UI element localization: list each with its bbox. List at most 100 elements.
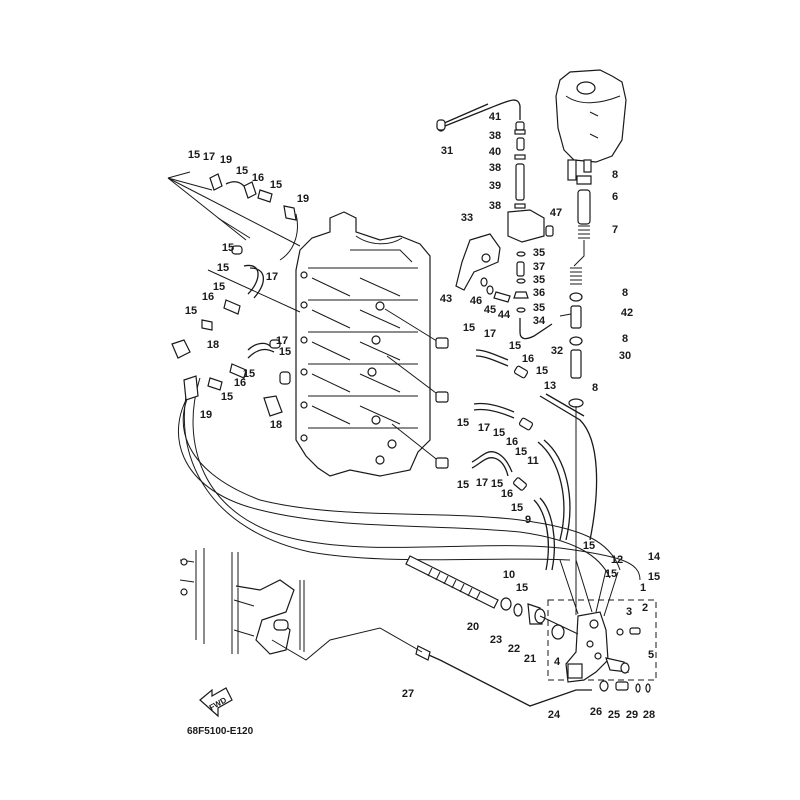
callout-3: 3 (626, 606, 632, 618)
callout-15: 15 (217, 262, 229, 274)
callout-15: 15 (648, 571, 660, 583)
callout-35: 35 (533, 302, 545, 314)
callout-17: 17 (266, 271, 278, 283)
callout-18: 18 (270, 419, 282, 431)
callout-15: 15 (493, 427, 505, 439)
callout-28: 28 (643, 709, 655, 721)
callout-15: 15 (270, 179, 282, 191)
callout-10: 10 (503, 569, 515, 581)
callout-17: 17 (476, 477, 488, 489)
callout-15: 15 (185, 305, 197, 317)
callout-15: 15 (457, 479, 469, 491)
callout-22: 22 (508, 643, 520, 655)
callout-19: 19 (220, 154, 232, 166)
callout-8: 8 (612, 169, 618, 181)
link-rod (415, 645, 651, 707)
callout-36: 36 (533, 287, 545, 299)
cylinder-block (295, 211, 431, 477)
callout-39: 39 (489, 180, 501, 192)
callout-16: 16 (506, 436, 518, 448)
callout-15: 15 (509, 340, 521, 352)
callout-30: 30 (619, 350, 631, 362)
callout-13: 13 (544, 380, 556, 392)
callout-19: 19 (200, 409, 212, 421)
callout-19: 19 (297, 193, 309, 205)
callout-15: 15 (188, 149, 200, 161)
callout-17: 17 (484, 328, 496, 340)
callout-15: 15 (213, 281, 225, 293)
callout-34: 34 (533, 315, 546, 327)
callout-17: 17 (276, 335, 288, 347)
callout-16: 16 (522, 353, 534, 365)
callout-8: 8 (622, 287, 628, 299)
left-hose-cluster (167, 171, 301, 417)
callout-16: 16 (234, 377, 246, 389)
callout-26: 26 (590, 706, 602, 718)
callout-33: 33 (461, 212, 473, 224)
callout-35: 35 (533, 247, 545, 259)
callout-12: 12 (611, 554, 623, 566)
callout-38: 38 (489, 162, 501, 174)
callout-15: 15 (515, 446, 527, 458)
drive-shaft (405, 555, 579, 640)
loop-hoses (178, 377, 641, 581)
callout-32: 32 (551, 345, 563, 357)
callout-46: 46 (470, 295, 482, 307)
callout-21: 21 (524, 653, 536, 665)
callout-14: 14 (648, 551, 661, 563)
callout-8: 8 (622, 333, 628, 345)
callout-25: 25 (608, 709, 620, 721)
callout-37: 37 (533, 261, 545, 273)
callout-31: 31 (441, 145, 453, 157)
callout-41: 41 (489, 111, 501, 123)
callout-7: 7 (612, 224, 618, 236)
callout-15: 15 (583, 540, 595, 552)
callout-20: 20 (467, 621, 479, 633)
callout-15: 15 (243, 368, 255, 380)
callout-4: 4 (554, 656, 561, 668)
callout-15: 15 (457, 417, 469, 429)
callout-15: 15 (491, 478, 503, 490)
callout-43: 43 (440, 293, 452, 305)
oil-tank (555, 69, 627, 181)
callout-35: 35 (533, 274, 545, 286)
callout-16: 16 (202, 291, 214, 303)
callout-15: 15 (221, 391, 233, 403)
callout-11: 11 (527, 455, 539, 467)
callout-2: 2 (642, 602, 648, 614)
fwd-arrow: FWD (199, 687, 233, 718)
callout-45: 45 (484, 304, 496, 316)
callout-9: 9 (525, 514, 531, 526)
callout-40: 40 (489, 146, 501, 158)
callout-42: 42 (621, 307, 633, 319)
hose-row-3 (471, 451, 555, 571)
callout-27: 27 (402, 688, 414, 700)
callout-15: 15 (536, 365, 548, 377)
oil-pump (547, 559, 657, 683)
small-fittings (480, 251, 553, 340)
callout-29: 29 (626, 709, 638, 721)
callout-15: 15 (463, 322, 475, 334)
bracket-43 (455, 233, 501, 291)
callout-15: 15 (516, 582, 528, 594)
callout-1: 1 (640, 582, 646, 594)
callout-15: 15 (222, 242, 234, 254)
throttle-lever (179, 548, 423, 661)
callout-17: 17 (478, 422, 490, 434)
callout-24: 24 (548, 709, 561, 721)
diagram-code: 68F5100-E120 (187, 726, 254, 737)
callout-8: 8 (592, 382, 598, 394)
block-bolts (384, 308, 449, 469)
valve-stack (507, 121, 554, 243)
callout-44: 44 (498, 309, 511, 321)
callout-15: 15 (605, 568, 617, 580)
hose-41 (436, 99, 521, 132)
callout-38: 38 (489, 200, 501, 212)
leader-lines (167, 177, 251, 241)
callout-5: 5 (648, 649, 654, 661)
callout-18: 18 (207, 339, 219, 351)
callout-23: 23 (490, 634, 502, 646)
callout-16: 16 (501, 488, 513, 500)
